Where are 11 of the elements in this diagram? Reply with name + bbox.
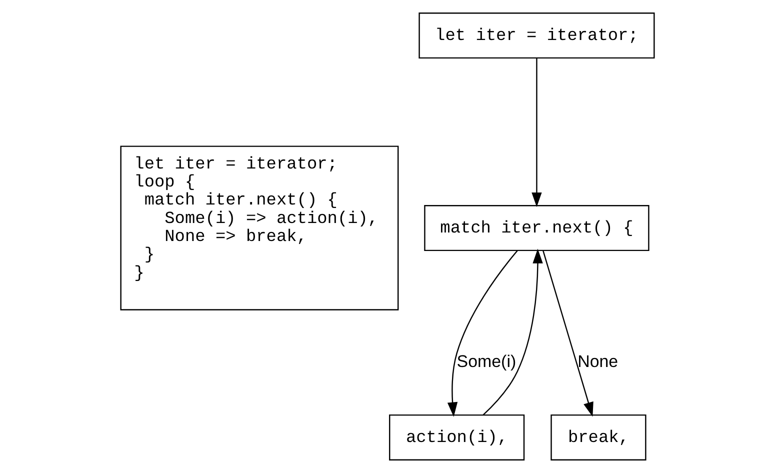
arrow bbox=[482, 248, 542, 416]
edge-label: None bbox=[577, 352, 618, 371]
node-box: action(i), bbox=[388, 414, 524, 460]
edge-label: Some(i) bbox=[456, 352, 516, 371]
arrow bbox=[531, 58, 542, 207]
arrow bbox=[446, 250, 518, 417]
node-box: match iter.next() { bbox=[424, 205, 649, 252]
node-box: break, bbox=[550, 414, 646, 460]
arrow bbox=[542, 250, 593, 417]
node-box: let iter = iterator; loop { match iter.next() { Some(i) => action(i), None => break, } } bbox=[120, 146, 398, 310]
node-box: let iter = iterator; bbox=[418, 12, 654, 59]
